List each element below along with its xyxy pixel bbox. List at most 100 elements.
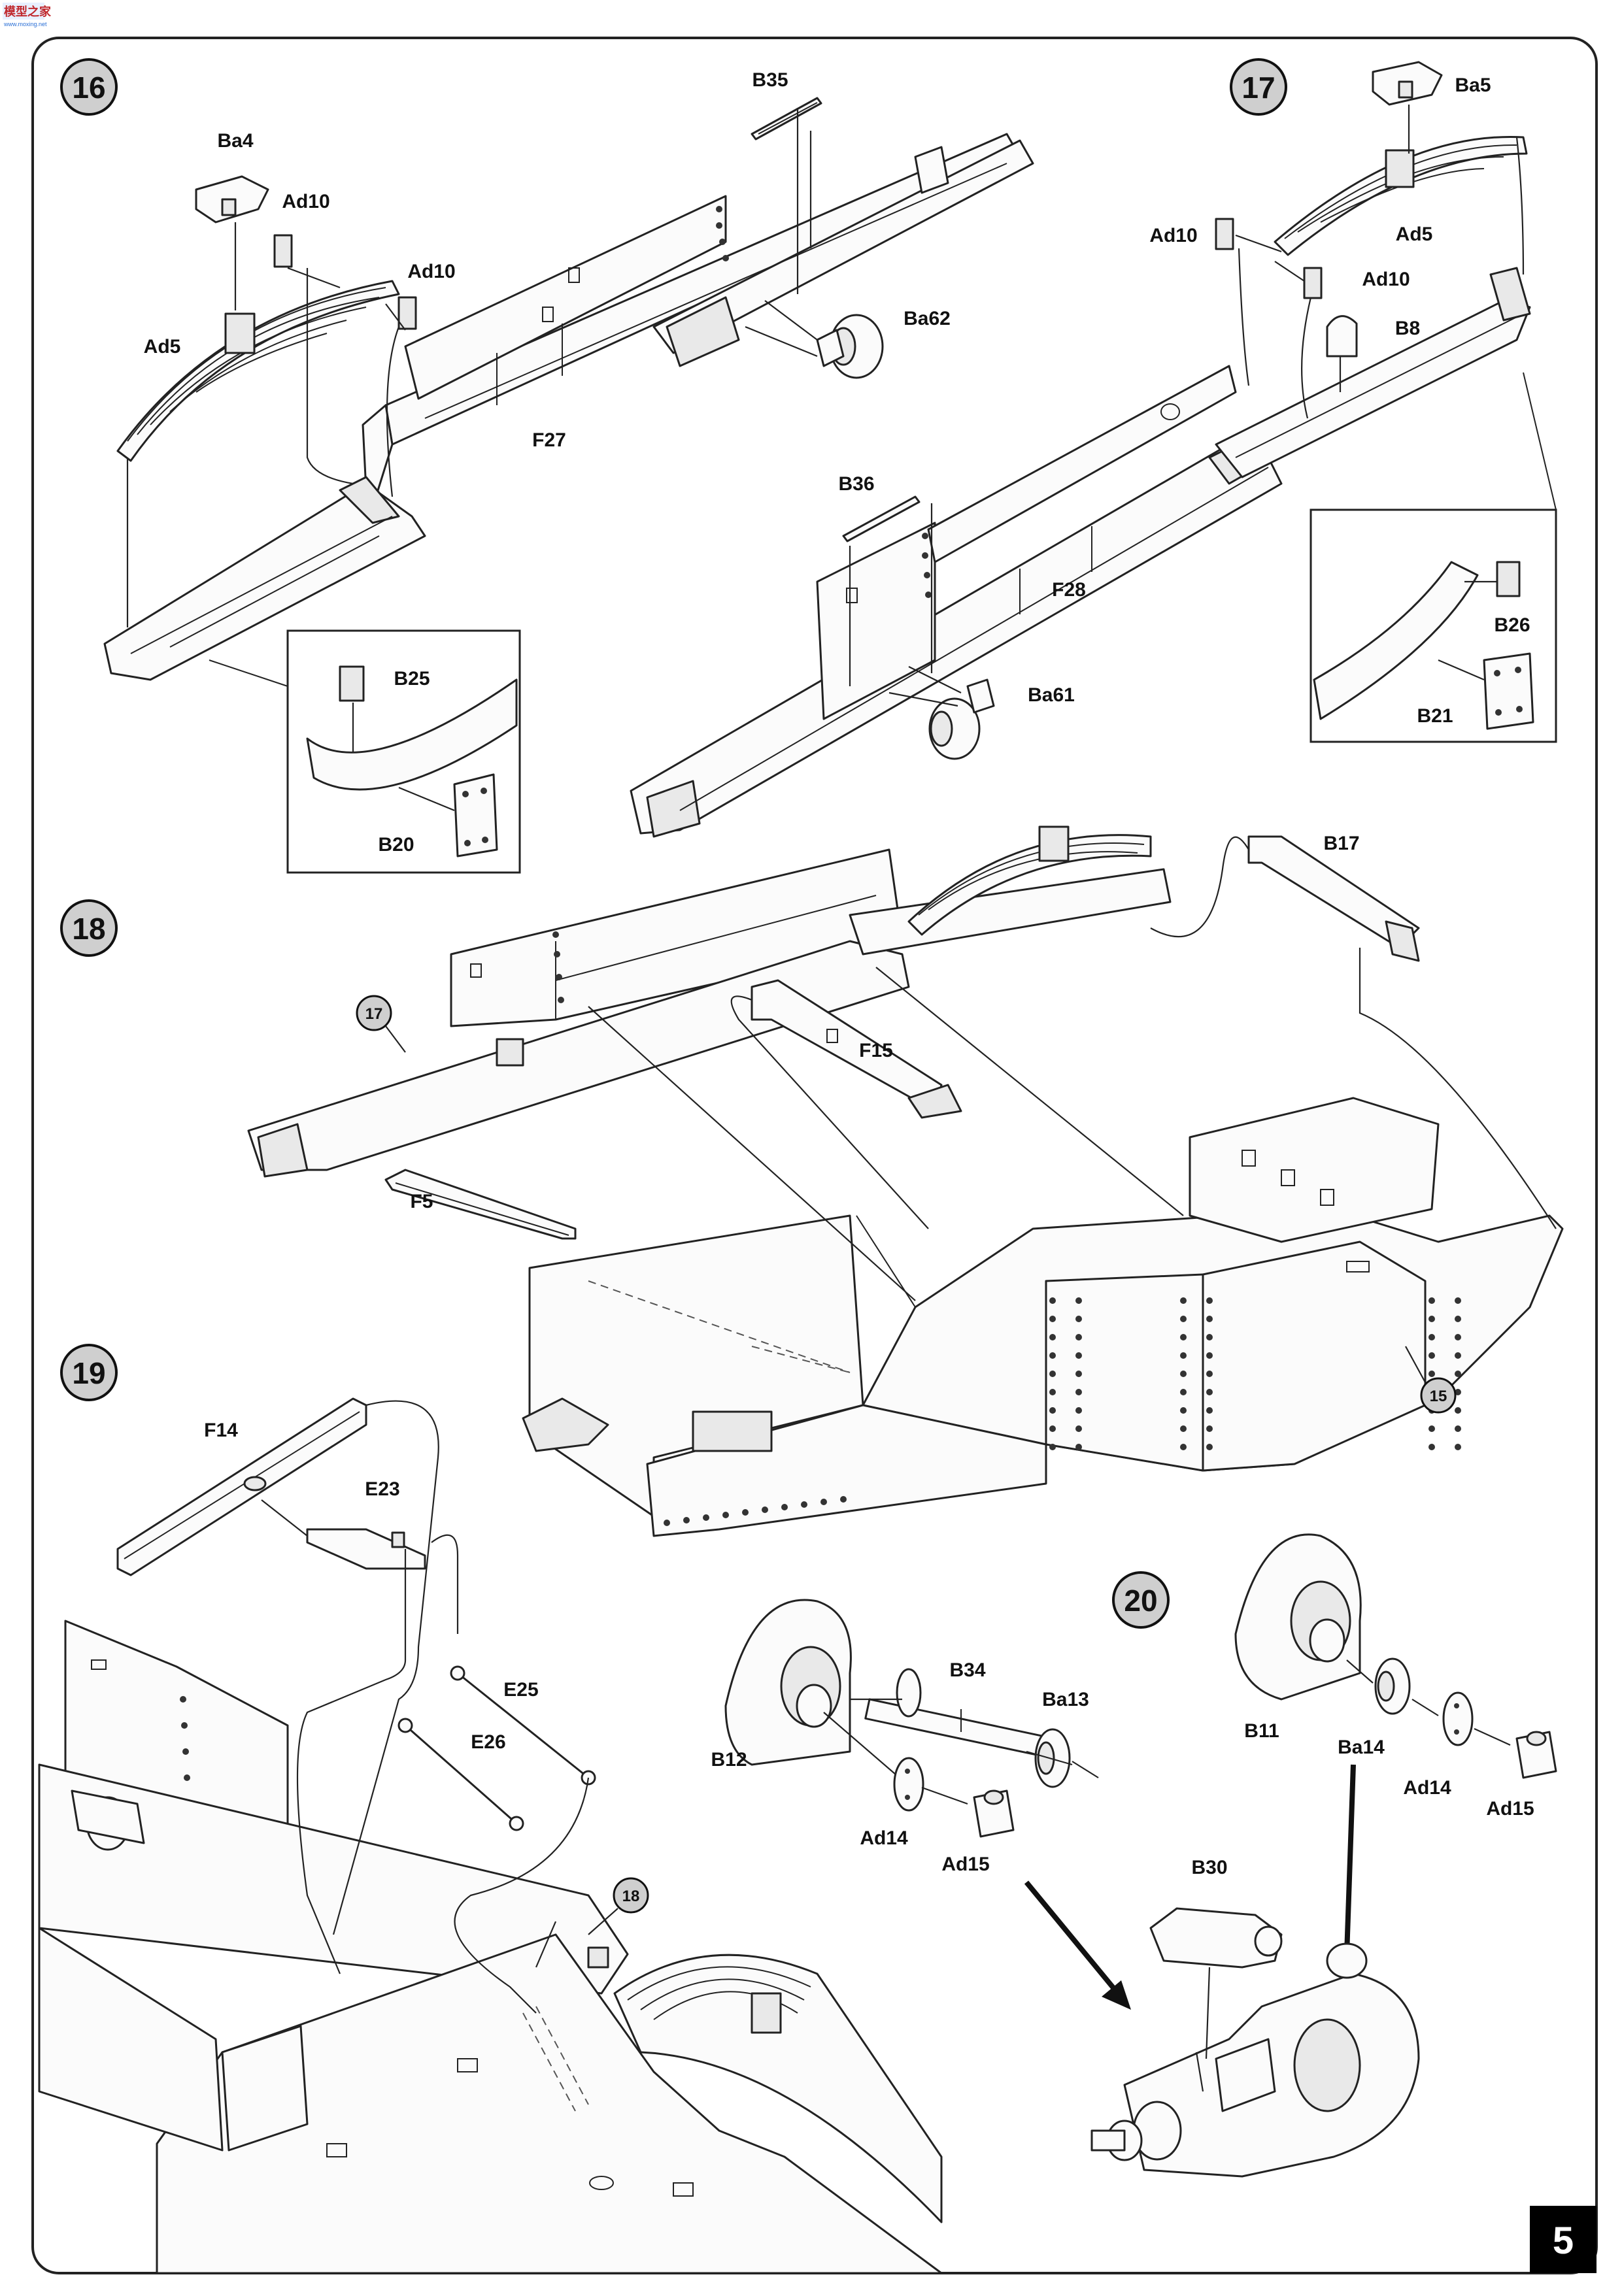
label-b34: B34	[949, 1659, 985, 1681]
rivet	[1206, 1334, 1213, 1340]
rivet	[1455, 1407, 1461, 1414]
step-badge	[1112, 1571, 1170, 1629]
part-e25	[450, 1665, 596, 1786]
step-number: 20	[1124, 1584, 1157, 1618]
page-number-box: 5	[1530, 2206, 1597, 2273]
rivet	[1075, 1444, 1082, 1450]
rivet	[1180, 1334, 1187, 1340]
part-f5	[384, 1169, 577, 1240]
rivet	[762, 1506, 768, 1513]
label-f28: F28	[1052, 579, 1086, 601]
label-f5: F5	[410, 1191, 433, 1212]
leaf-spring-ad5-17	[1274, 135, 1528, 256]
rivet	[1455, 1352, 1461, 1359]
label-f14: F14	[204, 1420, 238, 1441]
label-ba62: Ba62	[904, 308, 951, 329]
part-b36	[842, 495, 921, 542]
label-ad10: Ad10	[407, 261, 455, 282]
rivet	[722, 1512, 729, 1518]
step-18: 18	[60, 825, 1564, 1537]
part-ad10-right	[397, 296, 417, 330]
rivet	[1455, 1334, 1461, 1340]
part-ba14	[1374, 1657, 1411, 1715]
rivet	[801, 1501, 807, 1508]
subassembly-17	[247, 825, 1172, 1178]
rivet	[1455, 1444, 1461, 1450]
ref-leader	[1405, 1346, 1426, 1383]
label-e23: E23	[365, 1478, 399, 1500]
ref-leader	[385, 1025, 406, 1053]
step-16: 16	[60, 58, 1034, 874]
logo: 模型之家 www.moxing.net	[3, 3, 52, 27]
rivet	[1428, 1444, 1435, 1450]
rivet	[1075, 1297, 1082, 1304]
part-b8	[1326, 315, 1358, 358]
rivet	[1455, 1425, 1461, 1432]
rivet	[1428, 1371, 1435, 1377]
rivet	[1206, 1297, 1213, 1304]
logo-site: www.moxing.net	[3, 21, 47, 27]
part-ba5	[1372, 61, 1443, 106]
label-b30: B30	[1191, 1857, 1227, 1878]
step-number: 16	[72, 71, 105, 105]
rivet	[1075, 1389, 1082, 1395]
rivet	[1075, 1316, 1082, 1322]
part-e26	[397, 1718, 524, 1831]
rivet	[1075, 1352, 1082, 1359]
part-e23	[306, 1528, 426, 1570]
rivet	[1075, 1371, 1082, 1377]
step-number: 17	[1242, 71, 1275, 105]
rivet	[781, 1504, 788, 1510]
ref-badge-18	[613, 1877, 649, 1914]
label-b11: B11	[1244, 1720, 1279, 1742]
label-b8: B8	[1395, 318, 1420, 339]
rivet	[1455, 1371, 1461, 1377]
page-number: 5	[1553, 2220, 1574, 2262]
rivet	[1180, 1297, 1187, 1304]
rivet	[1180, 1407, 1187, 1414]
step-20-left-arrows	[823, 1698, 1073, 1805]
ref-badge-15	[1420, 1377, 1457, 1414]
rivet	[1455, 1316, 1461, 1322]
part-f15	[751, 979, 962, 1119]
label-ba5: Ba5	[1455, 75, 1491, 96]
rivet	[1428, 1316, 1435, 1322]
inset-16	[209, 629, 521, 874]
rivet	[1455, 1389, 1461, 1395]
inset-17	[1309, 372, 1557, 743]
rivet	[1206, 1425, 1213, 1432]
part-ad15	[973, 1789, 1015, 1838]
label-ad5: Ad5	[1396, 224, 1433, 245]
rivet	[1428, 1425, 1435, 1432]
rivet	[1428, 1297, 1435, 1304]
label-e26: E26	[471, 1731, 505, 1753]
rivet	[1180, 1316, 1187, 1322]
logo-text: 模型之家	[4, 5, 52, 18]
part-ad14	[893, 1757, 924, 1812]
final-drive-b11	[1234, 1533, 1362, 1701]
rivet	[1049, 1371, 1056, 1377]
part-ba13	[1034, 1728, 1099, 1788]
ref-18: 18	[622, 1888, 640, 1905]
frame-rail-f27	[362, 133, 1034, 498]
rivet	[1075, 1407, 1082, 1414]
step-18-arrows	[588, 836, 1557, 1301]
ref-badge-17	[356, 995, 392, 1031]
step-17: 17	[630, 58, 1557, 838]
lower-rail	[103, 476, 426, 681]
step-badge	[60, 58, 118, 116]
rivet	[1428, 1352, 1435, 1359]
rivet	[703, 1514, 709, 1521]
step-20: 20	[711, 1533, 1557, 2178]
rivet	[1075, 1425, 1082, 1432]
label-b36: B36	[838, 473, 874, 495]
rivet	[1455, 1297, 1461, 1304]
part-b30	[1149, 1907, 1283, 2059]
shaft-b34	[864, 1668, 1062, 1761]
rivet	[1206, 1316, 1213, 1322]
rivet	[1049, 1316, 1056, 1322]
label-ad10: Ad10	[1362, 269, 1410, 290]
label-ba13: Ba13	[1042, 1689, 1089, 1710]
assembled-drive	[1090, 1942, 1420, 2178]
rivet	[1180, 1352, 1187, 1359]
